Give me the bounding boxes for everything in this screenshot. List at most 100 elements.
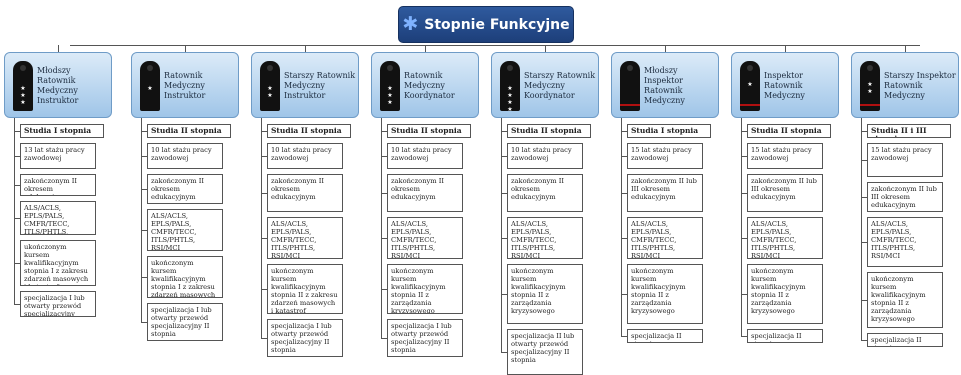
connector-tick [261,338,267,339]
connector-tick [141,189,147,190]
requirement-box: 10 lat stażu pracy zawodowej [267,143,343,169]
requirement-box: zakończonym II okresem edukacyjnym [20,174,96,196]
connector-tick [14,304,20,305]
connector-tick [861,340,867,341]
epaulet-icon: ★★ [260,61,280,111]
connector-tick [501,238,507,239]
study-requirement: Studia I stopnia [627,124,711,138]
connector-tick [741,156,747,157]
requirement-box: zakończonym II okresem edukacyjnym [267,174,343,212]
connector-tick [501,131,507,132]
requirement-box: ALS/ACLS, EPLS/PALS, CMFR/TECC, ITLS/PHT… [627,217,703,259]
study-requirement: Studia II stopnia [147,124,231,138]
study-requirement: Studia II stopnia [507,124,591,138]
study-requirement: Studia II i III stopnia [867,124,951,138]
connector-tick [261,289,267,290]
connector-tick [14,131,20,132]
rank-name: Młodszy Inspektor Ratownik Medyczny [644,66,685,105]
requirement-box: zakończonym II lub III okresem edukacyjn… [627,174,703,212]
connector-tick [261,238,267,239]
connector-tick [861,300,867,301]
study-requirement: Studia II stopnia [267,124,351,138]
rank-header: ★★★★Starszy Ratownik Medyczny Koordynato… [491,52,599,118]
requirement-box: ALS/ACLS, EPLS/PALS, CMFR/TECC, ITLS/PHT… [387,217,463,259]
requirement-box: ukończonym kursem kwalifikacyjnym stopni… [747,264,823,324]
epaulet-icon: ★ [140,61,160,111]
rank-header: ★Inspektor Ratownik Medyczny [731,52,839,118]
connector-tick [621,131,627,132]
connector-tick [381,289,387,290]
connector-tick [501,294,507,295]
study-requirement: Studia II stopnia [747,124,831,138]
connector-tick [261,156,267,157]
epaulet-icon [620,61,640,111]
requirement-box: 10 lat stażu pracy zawodowej [147,143,223,169]
connector-vertical [14,118,15,304]
requirement-box: zakończonym II lub III okresem edukacyjn… [867,182,943,212]
connector-vertical [381,118,382,338]
connector-tick [261,193,267,194]
connector-tick [501,352,507,353]
connector-tick [741,336,747,337]
rank-name: Starszy Ratownik Medyczny Instruktor [284,71,356,100]
requirement-box: ALS/ACLS, EPLS/PALS, CMFR/TECC, ITLS/PHT… [20,201,96,235]
requirement-box: zakończonym II lub III okresem edukacyjn… [747,174,823,212]
rank-name: Starszy Inspektor Ratownik Medyczny [884,71,956,100]
connector-horizontal [70,45,920,46]
connector-drop [185,45,186,52]
connector-tick [621,294,627,295]
connector-tick [621,336,627,337]
requirement-box: specjalizacja II stopnia [867,333,943,347]
requirement-box: ALS/ACLS, EPLS/PALS, CMFR/TECC, ITLS/PHT… [747,217,823,259]
rank-name: Ratownik Medyczny Koordynator [404,71,455,100]
connector-tick [261,131,267,132]
requirement-box: ukończonym kursem kwalifikacyjnym stopni… [20,240,96,286]
study-requirement: Studia I stopnia [20,124,104,138]
connector-tick [621,156,627,157]
connector-vertical [261,118,262,338]
connector-tick [141,322,147,323]
requirement-box: 15 lat stażu pracy zawodowej [627,143,703,169]
connector-tick [14,156,20,157]
connector-vertical [501,118,502,352]
requirement-box: specjalizacja II stopnia [627,329,703,343]
connector-tick [501,156,507,157]
connector-tick [621,238,627,239]
connector-tick [381,131,387,132]
connector-drop [665,45,666,52]
requirement-box: ALS/ACLS, EPLS/PALS, CMFR/TECC, ITLS/PHT… [267,217,343,259]
requirement-box: zakończonym II okresem edukacyjnym [387,174,463,212]
connector-tick [381,193,387,194]
connector-vertical [741,118,742,336]
connector-drop [905,45,906,52]
rank-name: Młodszy Ratownik Medyczny Instruktor [37,66,79,105]
requirement-box: specjalizacja I lub otwarty przewód spec… [147,303,223,341]
connector-tick [861,160,867,161]
connector-tick [141,230,147,231]
connector-tick [621,193,627,194]
connector-tick [141,277,147,278]
requirement-box: zakończonym II okresem edukacyjnym [147,174,223,204]
connector-drop [545,45,546,52]
connector-tick [741,193,747,194]
rank-name: Ratownik Medyczny Instruktor [164,71,206,100]
star-of-life-icon: ✱ [402,13,419,35]
connector-vertical [621,118,622,336]
requirement-box: ukończonym kursem kwalifikacyjnym stopni… [387,264,463,314]
requirement-box: 15 lat stażu pracy zawodowej [747,143,823,169]
requirement-box: specjalizacja II stopnia [747,329,823,343]
epaulet-icon: ★★ [860,61,880,111]
requirement-box: specjalizacja I lub otwarty przewód spec… [267,319,343,357]
epaulet-icon: ★ [740,61,760,111]
rank-header: ★★Starszy Inspektor Ratownik Medyczny [851,52,959,118]
connector-vertical [861,118,862,340]
rank-header: ★★★Młodszy Ratownik Medyczny Instruktor [4,52,112,118]
requirement-box: 15 lat stażu pracy zawodowej [867,143,943,177]
connector-tick [501,193,507,194]
requirement-box: ukończonym kursem kwalifikacyjnym stopni… [627,264,703,324]
requirement-box: specjalizacja I lub otwarty przewód spec… [387,319,463,357]
epaulet-icon: ★★★★ [500,61,520,111]
